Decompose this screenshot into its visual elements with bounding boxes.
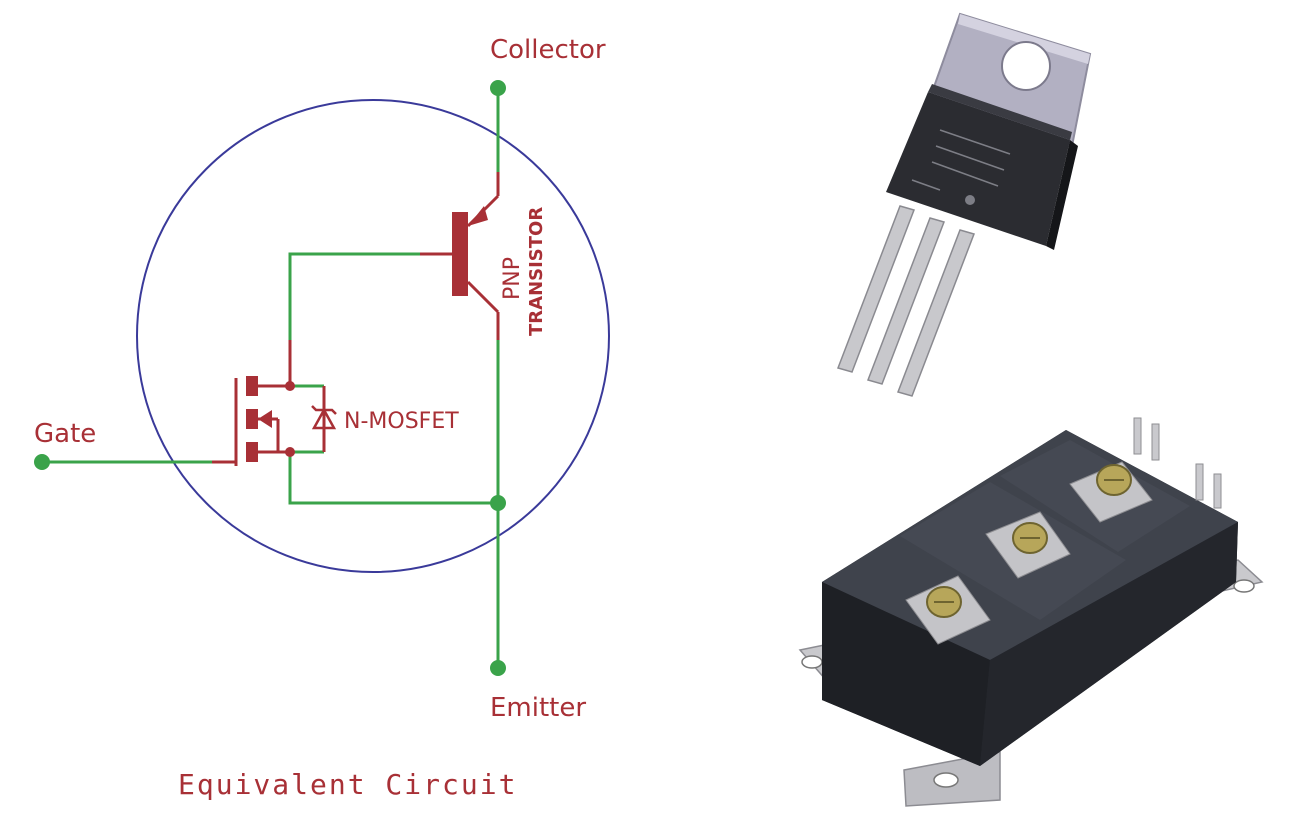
pnp-transistor-symbol xyxy=(452,206,488,296)
pnp-label: PNP xyxy=(500,257,525,300)
igbt-module-image xyxy=(798,417,1264,807)
enclosing-circle xyxy=(136,99,610,573)
to220-body xyxy=(886,92,1070,246)
zener-diode-symbol xyxy=(311,405,337,430)
to220-marking xyxy=(911,129,1011,191)
gate-label: Gate xyxy=(34,419,96,449)
collector-terminal xyxy=(490,80,506,96)
nodes xyxy=(34,80,506,676)
equivalent-circuit: Collector Gate Emitter N-MOSFET PNP TRAN… xyxy=(34,35,610,801)
wires xyxy=(40,88,500,668)
collector-label: Collector xyxy=(490,35,606,65)
to220-mounting-hole xyxy=(1001,41,1051,91)
emitter-label: Emitter xyxy=(490,693,586,723)
n-mosfet-symbol xyxy=(246,376,272,462)
caption-equivalent-circuit: Equivalent Circuit xyxy=(178,768,517,801)
to220-leads xyxy=(837,205,975,397)
transistor-label: TRANSISTOR xyxy=(526,207,547,336)
to-220-package-image xyxy=(837,12,1092,397)
module-terminal-1 xyxy=(905,575,991,645)
gate-terminal xyxy=(34,454,50,470)
mosfet-junctions xyxy=(285,381,295,457)
module-terminal-2 xyxy=(985,511,1071,579)
emitter-terminal xyxy=(490,660,506,676)
component-traces xyxy=(212,172,500,466)
module-control-pins xyxy=(1133,417,1222,509)
module-terminal-3 xyxy=(1069,461,1153,523)
n-mosfet-label: N-MOSFET xyxy=(344,409,459,434)
emitter-junction xyxy=(490,495,506,511)
